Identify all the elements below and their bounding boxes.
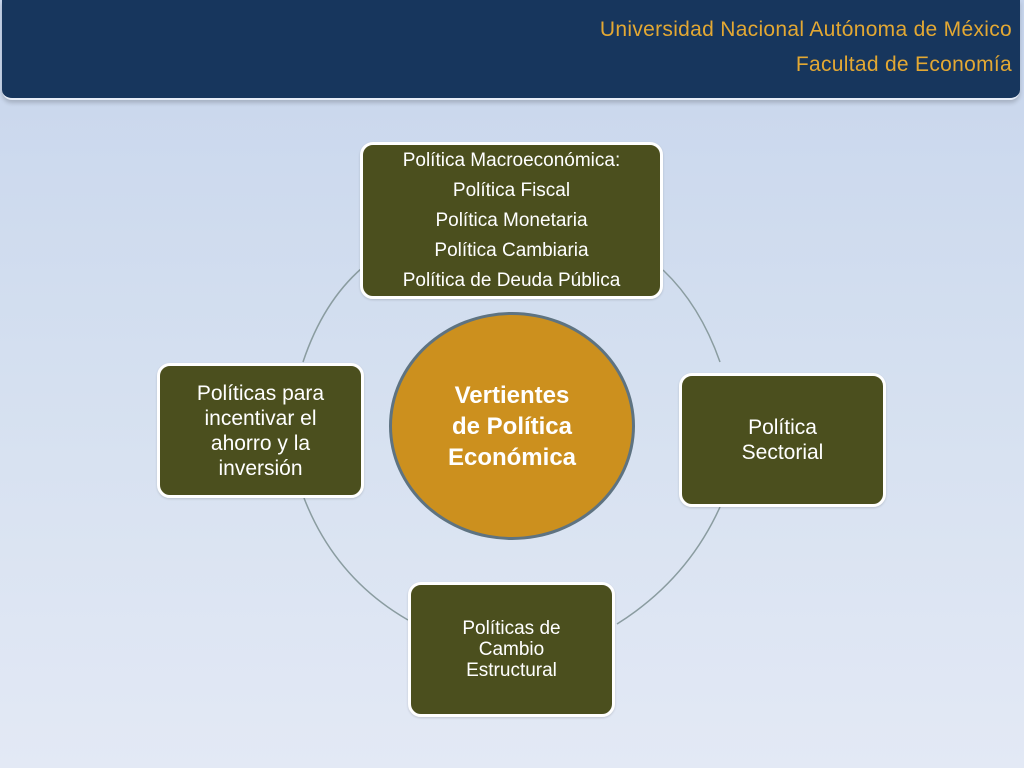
node-text: incentivar el <box>204 406 317 430</box>
node-text: Política <box>748 416 817 439</box>
connector-bottom-left <box>303 497 409 621</box>
node-text: Política Macroeconómica: <box>402 149 621 171</box>
center-node: Vertientes de Política Económica <box>389 312 635 540</box>
connector-right-bottom <box>616 506 721 625</box>
node-text: inversión <box>218 456 303 480</box>
node-text: Políticas de <box>462 618 561 639</box>
node-sectoral-policy: Política Sectorial <box>679 373 886 507</box>
node-text: Política Fiscal <box>452 179 571 201</box>
connector-left-top <box>302 267 363 363</box>
node-text: Sectorial <box>741 441 824 464</box>
university-name: Universidad Nacional Autónoma de México <box>599 18 1012 41</box>
connector-top-right <box>662 269 721 363</box>
node-text: Estructural <box>466 660 557 681</box>
node-structural-change: Políticas de Cambio Estructural <box>408 582 615 717</box>
node-text: Cambio <box>478 639 545 660</box>
center-text: de Política <box>451 412 573 440</box>
center-text: Económica <box>447 443 577 471</box>
node-text: Política Monetaria <box>435 209 588 231</box>
node-savings-investment: Políticas para incentivar el ahorro y la… <box>157 363 364 498</box>
node-macroeconomic-policy: Política Macroeconómica: Política Fiscal… <box>360 142 663 299</box>
center-text: Vertientes <box>454 381 570 409</box>
faculty-name: Facultad de Economía <box>795 53 1012 76</box>
header-banner: Universidad Nacional Autónoma de México … <box>2 0 1020 100</box>
node-text: Política de Deuda Pública <box>402 269 621 291</box>
node-text: ahorro y la <box>210 431 311 455</box>
node-text: Políticas para <box>196 381 325 405</box>
node-text: Política Cambiaria <box>434 239 589 261</box>
